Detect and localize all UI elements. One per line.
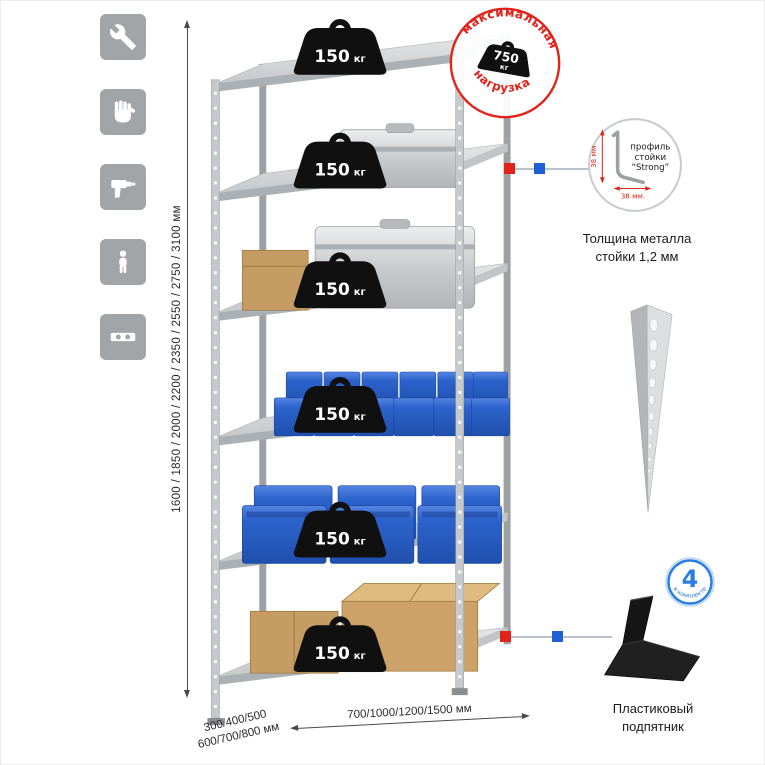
badge-count: 4 [682,565,699,593]
foot-caption-line2: подпятник [622,718,684,734]
blue-marker-square [552,631,563,642]
max-load-stamp: максимальная нагрузка 750 кг [439,0,571,129]
profile-caption-line1: Толщина металла [582,231,692,246]
back-right-post [503,33,511,645]
height-dimension-label: 1600 / 1850 / 2000 / 2200 / 2350 / 2550 … [171,205,183,513]
included-count-badge: 4 в комплекте [664,556,716,608]
profile-dim-vertical: 38 мм [589,146,598,168]
feature-icon-column [100,14,146,389]
person-height-icon [100,239,146,285]
plastic-foot-image [603,595,700,682]
back-left-post [259,63,267,675]
stamp-value: 750 [492,48,520,66]
red-marker-square [500,631,511,642]
front-left-post [207,79,224,725]
height-dimension-line: 1600 / 1850 / 2000 / 2200 / 2350 / 2550 … [171,20,190,698]
level-icon [100,314,146,360]
stamp-unit: кг [499,62,509,72]
post-profile-callout: 38 мм 38 мм. профиль стойки “Strong” [586,116,684,214]
red-marker-square [504,163,515,174]
foot-callout-connector [500,631,612,642]
profile-caption: Толщина металла стойки 1,2 мм [572,230,702,265]
profile-label-line1: профиль [630,143,670,153]
glove-icon [100,89,146,135]
foot-caption-line1: Пластиковый [612,701,694,716]
profile-label-line2: стойки [635,153,667,163]
foot-caption: Пластиковый подпятник [578,700,728,735]
perforated-post-image [630,304,673,513]
blue-marker-square [534,163,545,174]
profile-dim-horizontal: 38 мм. [621,192,645,201]
post-profile-drawing [611,130,645,185]
wrench-icon [100,14,146,60]
profile-callout-connector [504,163,590,174]
stamp-weight-icon [477,41,530,78]
drill-icon [100,164,146,210]
profile-caption-line2: стойки 1,2 мм [595,248,679,264]
profile-label-line3: “Strong” [632,163,670,173]
